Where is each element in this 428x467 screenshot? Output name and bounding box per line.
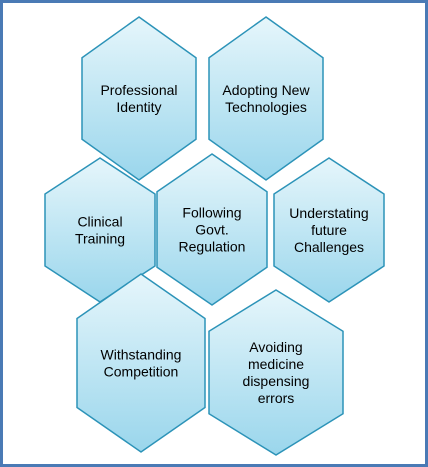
hexagon-label-line: Avoiding bbox=[249, 339, 302, 355]
hexagon-label-line: dispensing bbox=[243, 373, 310, 389]
hexagon-label-line: future bbox=[311, 222, 347, 238]
hexagon-shape bbox=[76, 273, 206, 453]
hexagon-label-line: Regulation bbox=[179, 239, 246, 255]
hexagon-label-line: Training bbox=[75, 231, 125, 247]
hexagon-label-line: Professional bbox=[100, 82, 177, 98]
hexagon-label-line: Following bbox=[182, 205, 241, 221]
hexagon-label-line: medicine bbox=[248, 356, 304, 372]
hexagon-shape bbox=[81, 16, 197, 181]
hexagon-label-line: Competition bbox=[104, 364, 179, 380]
hexagon-label-line: Govt. bbox=[195, 222, 228, 238]
hexagon-shape bbox=[208, 16, 324, 181]
hexagon-label-line: Challenges bbox=[294, 239, 364, 255]
hexagon-label-line: Clinical bbox=[77, 214, 122, 230]
hexagon-label-line: Technologies bbox=[225, 99, 307, 115]
hexagon-shape bbox=[208, 289, 344, 456]
hexagon-label-line: errors bbox=[258, 390, 295, 406]
hexagon-label-line: Understating bbox=[289, 205, 368, 221]
hexagon-shape bbox=[156, 153, 268, 306]
hexagon-shape bbox=[273, 157, 385, 303]
hexagon-label-line: Identity bbox=[116, 99, 161, 115]
hexagon-label-line: Adopting New bbox=[222, 82, 310, 98]
hexagon-label-line: Withstanding bbox=[101, 347, 182, 363]
